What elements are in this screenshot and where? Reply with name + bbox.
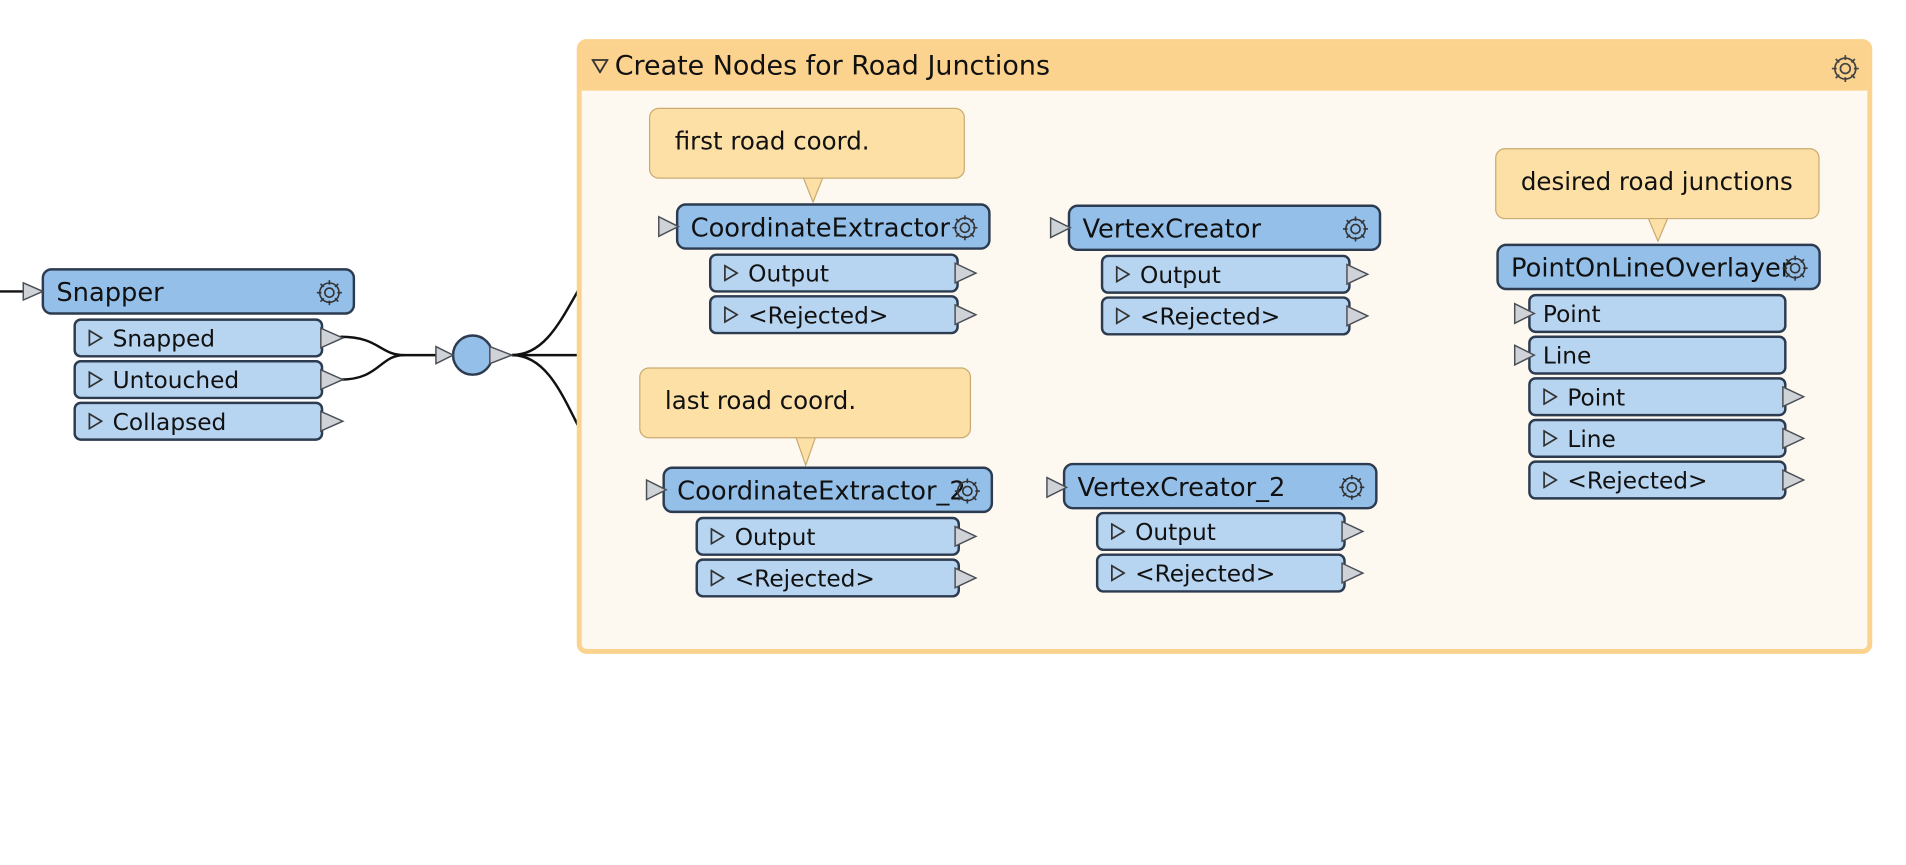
gear-icon[interactable] [1779,252,1811,284]
output-port-icon [489,345,514,365]
port-output[interactable]: Output [708,253,959,293]
bookmark-title: Create Nodes for Road Junctions [614,51,1050,83]
gear-icon[interactable] [1336,471,1368,503]
port-label: Output [1140,262,1221,289]
port-output[interactable]: Output [695,516,961,556]
gear-icon[interactable] [1828,51,1862,85]
input-port-icon [435,345,455,365]
output-port-icon [1782,469,1806,491]
port-label: Collapsed [112,408,227,436]
input-port-icon [1513,344,1536,367]
expand-triangle-icon[interactable] [1543,388,1558,406]
annotation-text: last road coord. [664,385,857,416]
output-port-icon [954,525,978,548]
expand-triangle-icon[interactable] [88,371,103,389]
transformer-title: VertexCreator_2 [1077,472,1286,503]
gear-icon[interactable] [1340,213,1372,245]
port-label: <Rejected> [1140,303,1281,331]
expand-triangle-icon[interactable] [1115,265,1131,283]
output-port-icon [1341,562,1365,585]
annotation-text: first road coord. [674,126,870,156]
transformer-title: PointOnLineOverlayer [1511,253,1792,283]
port-connectors-layer [22,215,1806,589]
expand-triangle-icon[interactable] [1110,564,1126,582]
input-port-icon [1046,476,1069,499]
transformer-vertexcreator-2[interactable]: VertexCreator_2 [1062,462,1378,510]
expand-triangle-icon[interactable] [1115,307,1131,325]
transformer-snapper[interactable]: Snapper [41,268,356,315]
output-port-icon [1782,385,1806,408]
port-label: <Rejected> [748,302,889,330]
gear-icon[interactable] [313,277,345,309]
port-label: <Rejected> [734,565,875,593]
expand-triangle-icon[interactable] [1543,471,1558,489]
input-port-point[interactable]: Point [1528,293,1787,334]
expand-triangle-icon[interactable] [724,264,739,282]
expand-triangle-icon[interactable] [710,569,725,587]
gear-icon[interactable] [951,475,983,507]
port-rejected[interactable]: <Rejected> [708,295,959,335]
port-rejected[interactable]: <Rejected> [695,558,961,598]
port-label: Output [748,260,829,288]
output-port-icon [320,327,345,349]
output-port-icon [1782,427,1806,450]
input-port-icon [1513,302,1536,325]
output-port-icon [1346,304,1370,327]
expand-triangle-icon[interactable] [1110,522,1126,541]
expand-triangle-icon[interactable] [88,412,103,430]
port-rejected[interactable]: <Rejected> [1100,296,1351,336]
transformer-vertexcreator[interactable]: VertexCreator [1067,204,1382,252]
input-port-icon [1049,216,1072,239]
output-port-icon [954,303,978,326]
output-port-icon [1341,520,1365,543]
port-point[interactable]: Point [1528,377,1787,417]
transformer-pointonlineoverlayer[interactable]: PointOnLineOverlayer [1496,243,1821,291]
expand-triangle-icon[interactable] [724,306,739,324]
port-label: Output [1135,519,1216,547]
annotation-pointers [795,177,1669,468]
expand-triangle-icon[interactable] [710,527,725,545]
collapse-triangle-icon[interactable] [591,59,609,74]
port-label: Point [1567,384,1626,412]
transformer-title: CoordinateExtractor [690,213,951,243]
port-label: Snapped [112,325,216,353]
annotation-first-road-coord[interactable]: first road coord. [648,107,965,179]
transformer-coordinate-extractor-2[interactable]: CoordinateExtractor_2 [662,466,994,514]
port-label: Line [1542,342,1592,370]
port-collapsed[interactable]: Collapsed [73,401,324,441]
port-rejected[interactable]: <Rejected> [1528,460,1787,500]
port-line[interactable]: Line [1528,418,1787,458]
output-port-icon [1346,263,1370,286]
input-port-icon [645,478,668,501]
expand-triangle-icon[interactable] [1543,429,1558,447]
annotation-last-road-coord[interactable]: last road coord. [639,367,972,439]
transformer-title: Snapper [56,277,164,308]
port-label: Line [1567,426,1616,454]
output-port-icon [954,262,978,285]
output-port-icon [320,368,345,391]
untouched-connection [340,353,405,381]
transformer-title: CoordinateExtractor_2 [677,476,966,506]
port-snapped[interactable]: Snapped [73,318,324,358]
annotation-text: desired road junctions [1520,166,1793,196]
port-label: Untouched [112,367,240,395]
annotation-desired-road-junctions[interactable]: desired road junctions [1495,148,1820,220]
port-label: <Rejected> [1567,467,1708,495]
output-port-icon [954,567,978,589]
port-label: <Rejected> [1135,560,1276,588]
input-port-icon [658,215,681,238]
input-port-icon [22,281,45,302]
bookmark-header[interactable]: Create Nodes for Road Junctions [581,44,1868,91]
port-label: Point [1542,301,1601,329]
junction-node[interactable] [451,334,494,376]
transformer-coordinate-extractor[interactable]: CoordinateExtractor [675,203,991,250]
transformer-title: VertexCreator [1082,214,1262,244]
expand-triangle-icon[interactable] [88,329,103,347]
gear-icon[interactable] [949,212,981,244]
port-label: Output [734,524,816,552]
output-port-icon [320,410,345,433]
